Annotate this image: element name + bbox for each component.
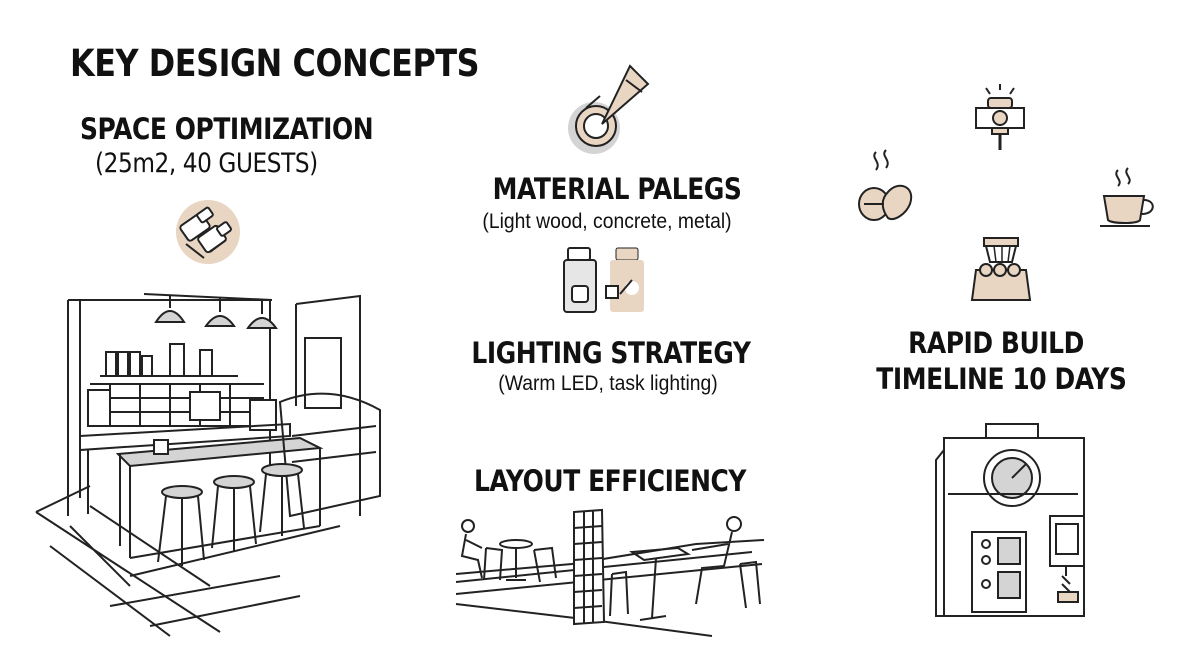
space-optimization-detail: (25m2, 40 GUESTS) (95, 148, 318, 179)
material-detail: (Light wood, concrete, metal) (482, 210, 732, 233)
space-optimization-icon (176, 200, 240, 264)
timeline-heading-line1: RAPID BUILD (908, 326, 1084, 360)
layout-heading: LAYOUT EFFICIENCY (473, 464, 747, 498)
cafe-counter-illustration (30, 286, 390, 642)
lighting-heading: LIGHTING STRATEGY (471, 336, 751, 370)
seating-layout-illustration (452, 504, 764, 644)
material-heading: MATERIAL PALEGS (492, 172, 742, 206)
lighting-detail: (Warm LED, task lighting) (498, 372, 718, 395)
drip-brewer-icon (966, 236, 1036, 306)
timeline-heading-line2: TIMELINE 10 DAYS (876, 362, 1127, 396)
steam-machine-icon (970, 84, 1034, 154)
coffee-cup-icon (1098, 166, 1160, 232)
space-optimization-heading: SPACE OPTIMIZATION (80, 112, 374, 146)
material-jars-icon (562, 246, 644, 316)
coffee-beans-icon (854, 148, 916, 224)
material-swatch-icon (568, 62, 656, 154)
page-title: KEY DESIGN CONCEPTS (70, 42, 480, 85)
build-timeline-illustration (934, 420, 1092, 620)
